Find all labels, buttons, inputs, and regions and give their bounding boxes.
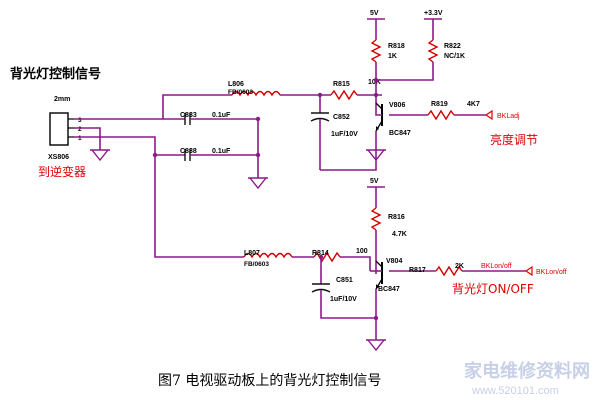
c851-value: 1uF/10V <box>330 296 357 303</box>
resistor-r818: R818 1K <box>370 39 405 63</box>
r822-ref: R822 <box>444 43 461 50</box>
connector-ref: XS806 <box>48 154 69 161</box>
transistor-v804: V804 BC847 <box>370 258 402 293</box>
ground-connector-icon <box>90 149 110 162</box>
ground-caps-icon <box>248 177 268 190</box>
v806-type: BC847 <box>389 130 411 137</box>
resistor-r814: R814 100 <box>312 248 368 263</box>
c833-ref: C833 <box>180 112 197 119</box>
schematic-heading: 背光灯控制信号 <box>10 66 101 82</box>
resistor-r819: R819 4K7 <box>427 101 480 121</box>
l807-value: FB/0603 <box>244 261 269 268</box>
trace-pin1 <box>74 136 244 258</box>
net-bklonoff: BKLon/off <box>536 269 567 276</box>
trace-pin3 <box>74 94 232 120</box>
net-bkladj: BKLadj <box>497 113 520 120</box>
watermark-site: www.520101.com <box>471 385 559 397</box>
pin-1-label: 1 <box>78 135 82 142</box>
inverter-note: 到逆变器 <box>38 164 86 179</box>
r814-ref: R814 <box>312 250 329 257</box>
connector-xs806: 2mm 3 2 1 XS806 到逆变器 <box>38 96 86 179</box>
inductor-l807: L807 FB/0603 <box>243 250 293 268</box>
capacitor-c852: C852 1uF/10V <box>310 95 358 170</box>
pin-3-label: 3 <box>78 117 82 124</box>
r818-value: 1K <box>388 53 397 60</box>
r814-value: 100 <box>356 248 368 255</box>
capacitor-c851: C851 1uF/10V <box>311 257 376 319</box>
l806-ref: L806 <box>228 81 244 88</box>
trace-pin2 <box>74 127 101 150</box>
inductor-l806: L806 FB/0603 <box>228 81 281 97</box>
c838-ref: C838 <box>180 148 197 155</box>
r816-ref: R816 <box>388 214 405 221</box>
connector-pitch: 2mm <box>54 96 70 103</box>
resistor-r822: R822 NC/1K <box>427 39 465 63</box>
transistor-v806: V806 BC847 <box>375 95 411 137</box>
r819-value: 4K7 <box>467 101 480 108</box>
c833-value: 0.1uF <box>212 112 231 119</box>
resistor-r816: R816 4.7K <box>370 207 407 238</box>
r817-value: 2K <box>455 263 464 270</box>
onoff-note: 背光灯ON/OFF <box>452 282 534 296</box>
r822-value: NC/1K <box>444 53 465 60</box>
brightness-note: 亮度调节 <box>490 132 538 147</box>
r816-value: 4.7K <box>392 231 407 238</box>
net-label-bklonoff: BKLon/off <box>481 263 512 270</box>
vcc-5v-upper: 5V <box>370 10 379 17</box>
resistor-r817: R817 2K <box>409 263 464 277</box>
resistor-r815: R815 10K <box>330 79 381 101</box>
c852-ref: C852 <box>333 114 350 121</box>
r817-ref: R817 <box>409 267 426 274</box>
r815-ref: R815 <box>333 81 350 88</box>
ground-v804-icon <box>366 339 386 352</box>
vcc-3v3: +3.3V <box>424 10 443 17</box>
watermark-main: 家电维修资料网 <box>464 360 590 382</box>
r818-ref: R818 <box>388 43 405 50</box>
c852-value: 1uF/10V <box>331 131 358 138</box>
v804-type: BC847 <box>378 286 400 293</box>
l807-ref: L807 <box>244 250 260 257</box>
c838-value: 0.1uF <box>212 148 231 155</box>
v806-ref: V806 <box>389 102 405 109</box>
figure-caption: 图7 电视驱动板上的背光灯控制信号 <box>158 373 381 389</box>
v804-ref: V804 <box>386 258 402 265</box>
c851-ref: C851 <box>336 277 353 284</box>
r819-ref: R819 <box>431 101 448 108</box>
vcc-5v-lower: 5V <box>370 178 379 185</box>
watermark: 家电维修资料网 www.520101.com <box>464 360 590 397</box>
pin-2-label: 2 <box>78 126 82 133</box>
l806-value: FB/0603 <box>228 89 253 96</box>
r815-value: 10K <box>368 79 381 86</box>
